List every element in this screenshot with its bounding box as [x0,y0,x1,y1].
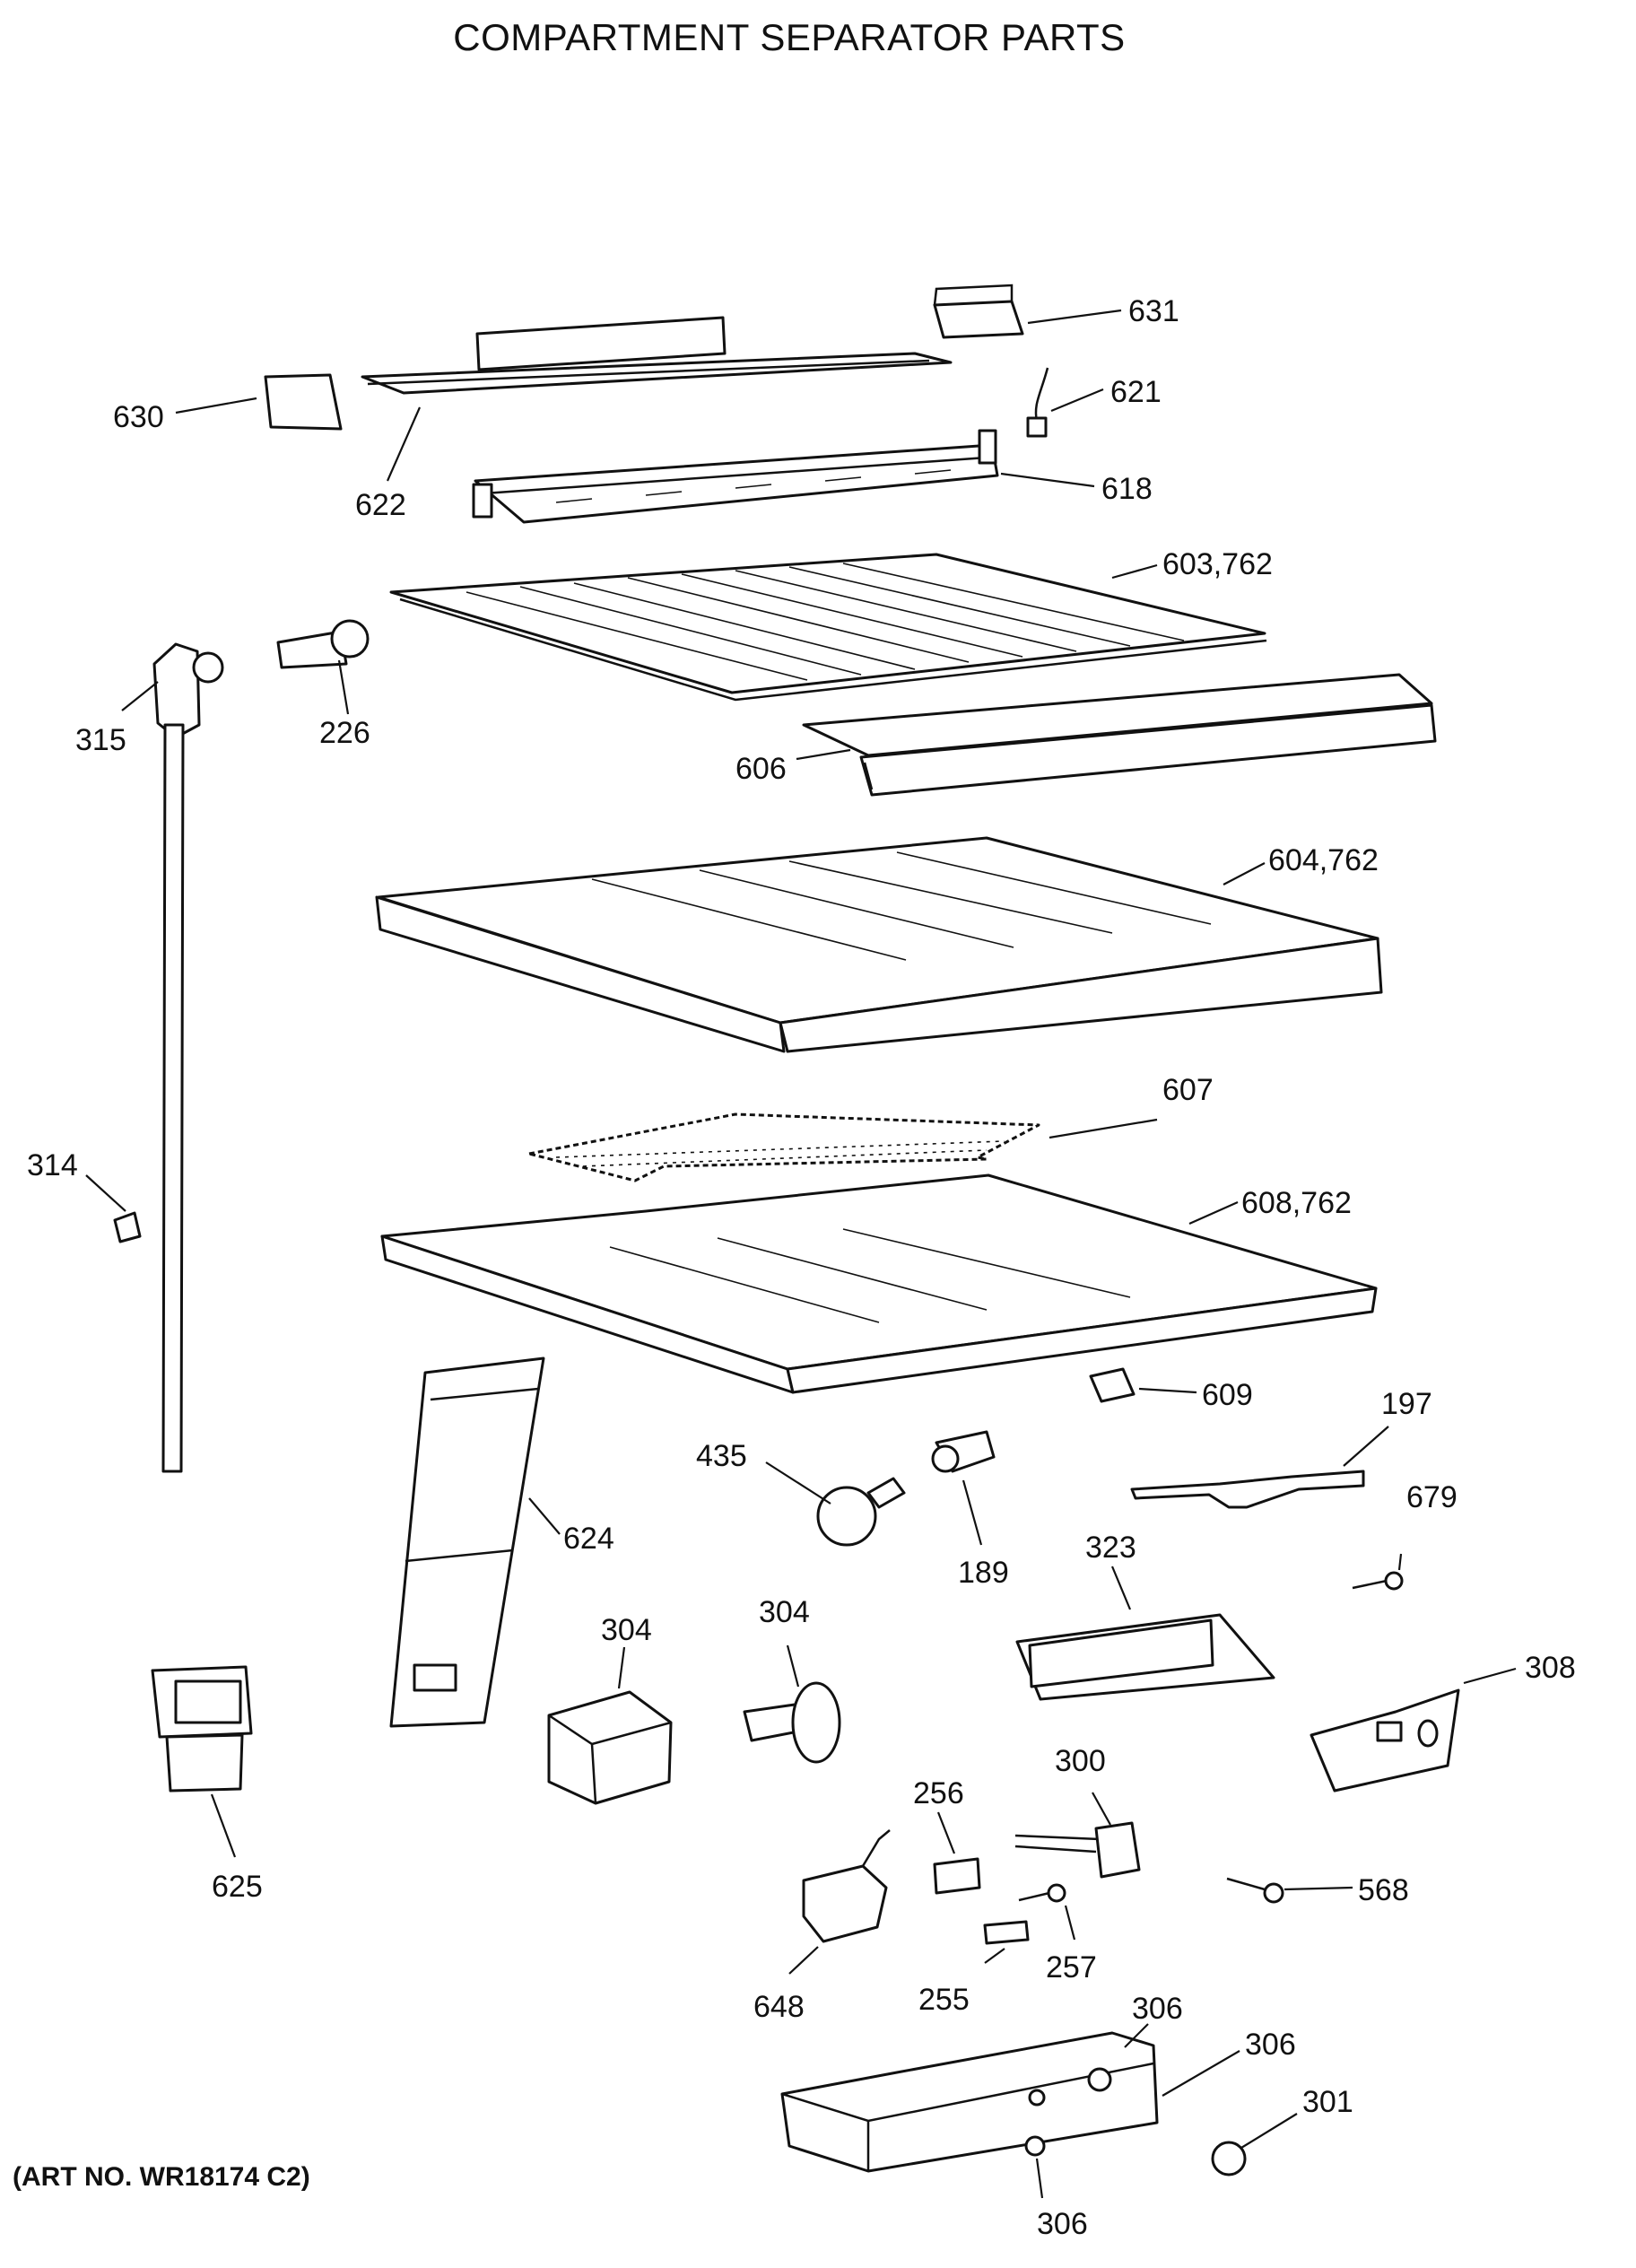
part-197-strap [1130,1470,1365,1509]
part-304-housing [547,1690,673,1805]
callout-568: 568 [1358,1873,1409,1907]
callout-197: 197 [1381,1387,1432,1421]
callout-256: 256 [913,1776,964,1810]
part-301-knob [1211,2141,1247,2176]
part-607-mesh-insulation [527,1112,1040,1182]
callout-604-762: 604,762 [1268,843,1379,877]
part-306-control-bracket [780,2031,1159,2173]
callout-435: 435 [696,1439,747,1473]
callout-631: 631 [1128,294,1179,328]
callout-308: 308 [1525,1651,1576,1685]
callout-621: 621 [1110,375,1162,409]
part-226-tube [276,619,370,669]
part-679-screw [1352,1571,1404,1591]
callout-606: 606 [735,752,787,786]
part-622-top-plate [361,316,953,395]
part-255-plate [983,1920,1030,1945]
part-435-bulb [816,1477,906,1547]
part-624-duct [389,1356,545,1728]
callout-603-762: 603,762 [1162,547,1273,581]
part-314-rod [113,723,185,1473]
callout-labels: 631 621 630 622 618 603,762 315 226 606 … [27,294,1576,2241]
part-323-bracket [1015,1613,1275,1701]
callout-648: 648 [753,1990,805,2024]
callout-306-right: 306 [1245,2028,1296,2062]
part-300-switch [1014,1821,1141,1879]
part-631-end-cap [933,284,1024,339]
callout-608-762: 608,762 [1241,1186,1352,1220]
leader-lines [85,309,1517,2199]
part-648-motor [802,1829,891,1943]
part-308-plate [1310,1688,1460,1793]
part-257-screw [1018,1883,1066,1903]
callout-609: 609 [1202,1378,1253,1412]
callout-624: 624 [563,1522,614,1556]
callout-304-housing: 304 [601,1613,652,1647]
callout-679: 679 [1406,1480,1458,1514]
callout-625: 625 [212,1870,263,1904]
callout-304-control: 304 [759,1595,810,1629]
art-number: (ART NO. WR18174 C2) [13,2162,310,2192]
callout-607: 607 [1162,1073,1214,1107]
callout-618: 618 [1101,472,1153,506]
part-568-screw [1226,1877,1284,1904]
callout-301: 301 [1302,2085,1353,2119]
part-604-pan [375,836,1383,1053]
callout-226: 226 [319,716,370,750]
callout-257: 257 [1046,1950,1097,1984]
callout-189: 189 [958,1556,1009,1590]
callout-255: 255 [918,1983,970,2017]
callout-630: 630 [113,400,164,434]
part-606-channel [802,673,1437,797]
part-304-control [743,1681,841,1764]
part-621-sensor [1026,367,1049,438]
callout-622: 622 [355,488,406,522]
callout-323: 323 [1085,1531,1136,1565]
callout-300: 300 [1055,1744,1106,1778]
callout-306-top: 306 [1132,1992,1183,2026]
callout-306-bottom: 306 [1037,2207,1088,2241]
part-630-cover [264,373,343,431]
part-315-hinge [152,642,224,739]
callout-314: 314 [27,1148,78,1182]
part-189-socket [931,1430,996,1473]
page-title: COMPARTMENT SEPARATOR PARTS [453,16,1126,58]
part-608-bottom-pan [380,1173,1378,1394]
part-625-box [151,1665,253,1793]
part-256-switch [933,1857,981,1895]
callout-315: 315 [75,723,126,757]
part-618-rail [472,429,999,524]
part-609-clip [1089,1367,1136,1403]
part-603-ribbed-shelf [389,553,1267,702]
